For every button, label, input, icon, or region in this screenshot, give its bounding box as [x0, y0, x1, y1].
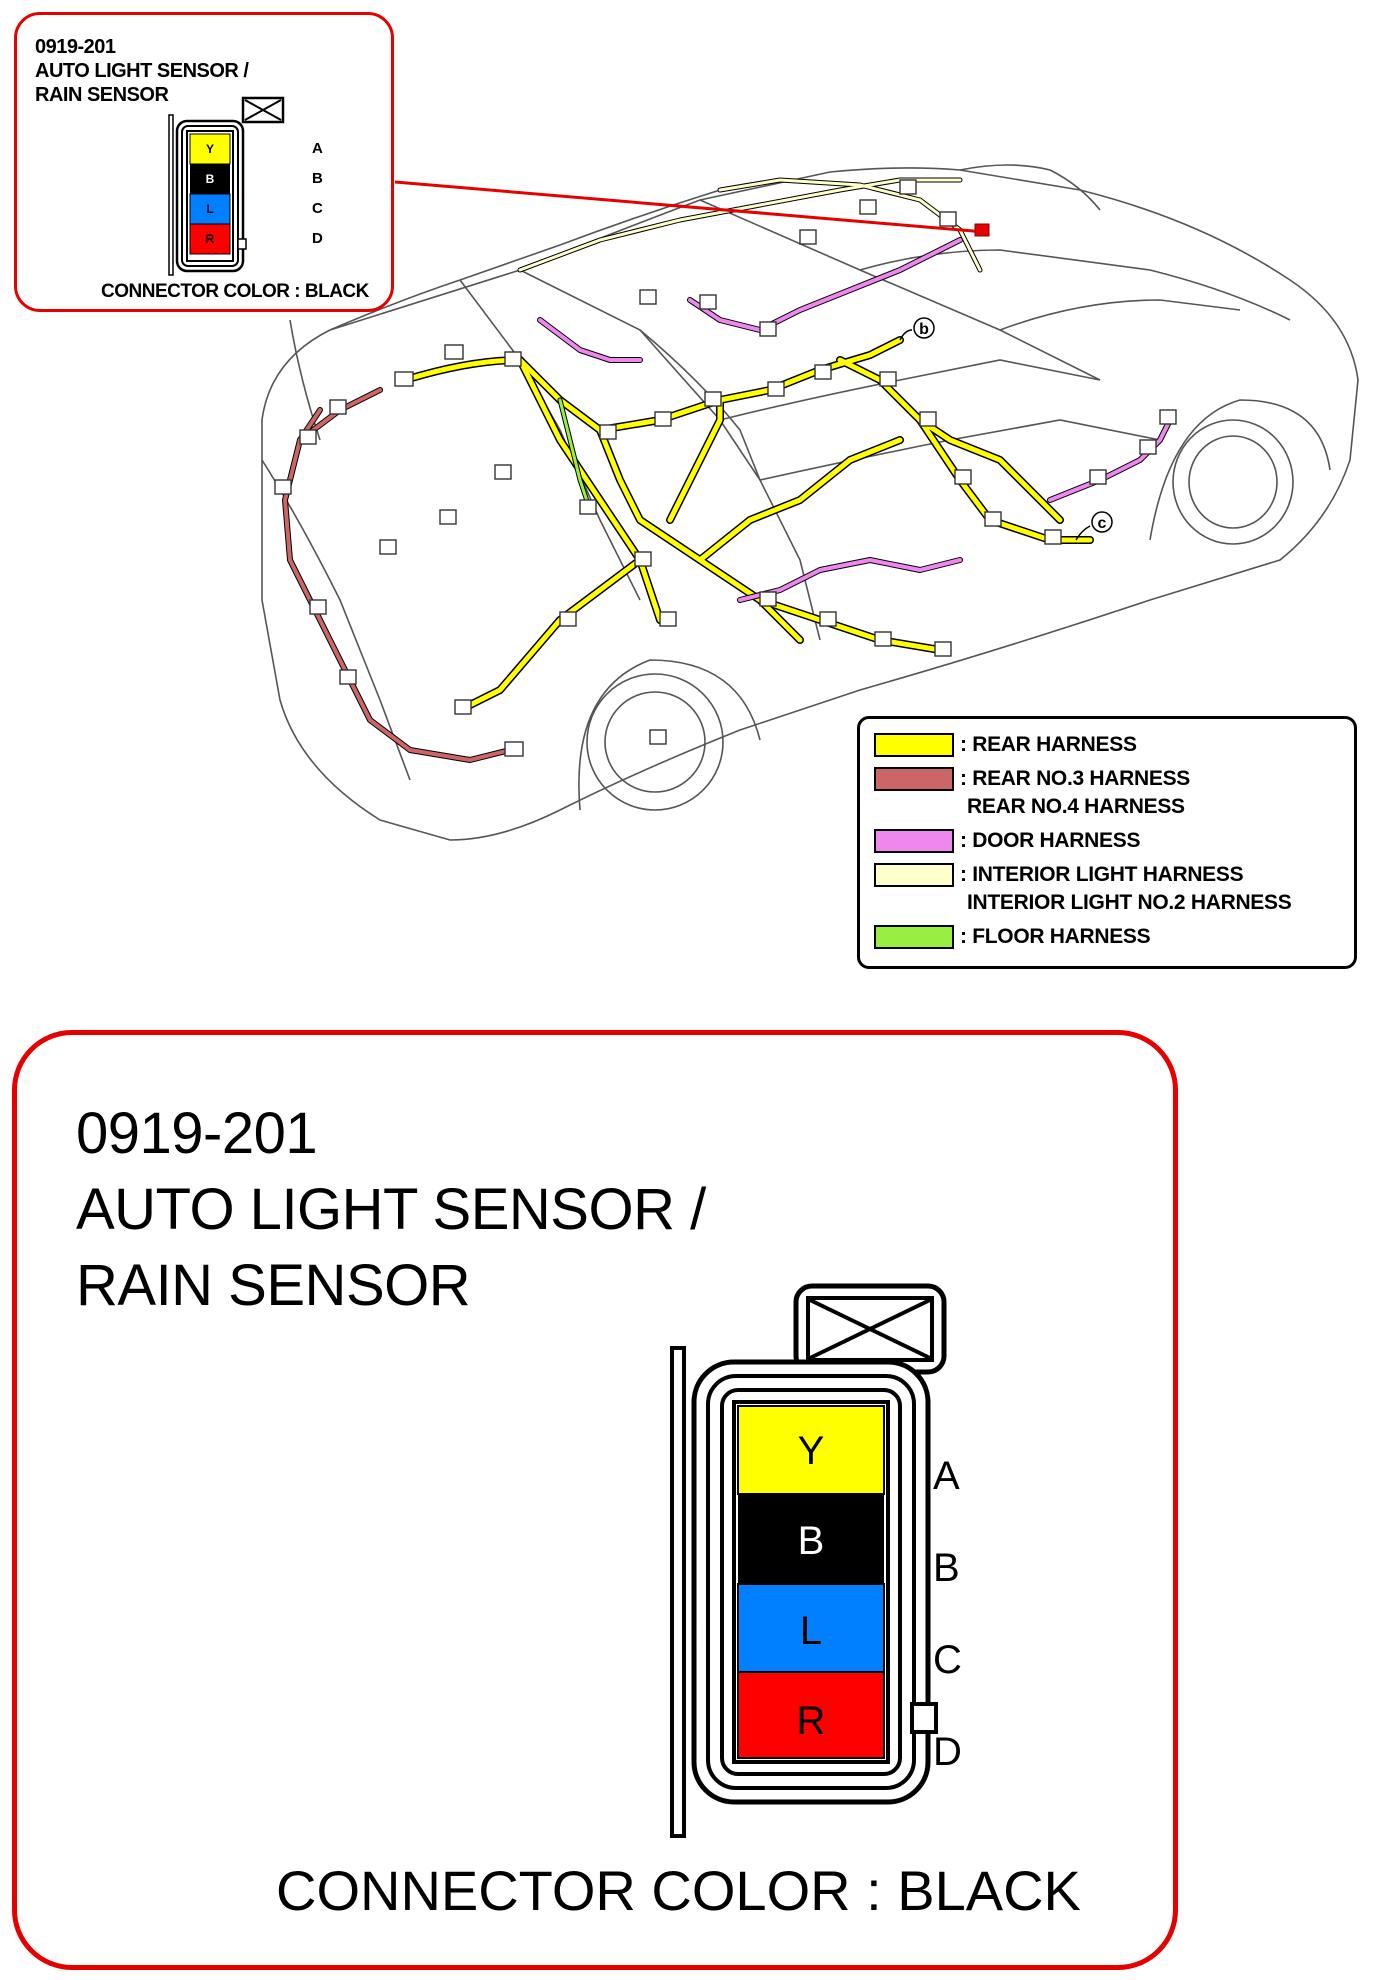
detail-callout-box — [12, 1030, 1178, 1970]
pin-d-letter: D — [933, 1730, 962, 1774]
pin-d-cell — [737, 1671, 885, 1759]
sensor-connector-highlight — [974, 223, 990, 237]
floor-harness-wires — [557, 397, 593, 513]
marker-c-group: c — [1075, 511, 1113, 541]
detail-name-line2: RAIN SENSOR — [76, 1253, 471, 1318]
small-connector-drawing — [168, 96, 285, 276]
detail-code: 0919-201 — [76, 1101, 318, 1166]
legend-label-door-harness: : DOOR HARNESS — [960, 829, 1141, 852]
small-pin-a-letter: A — [312, 140, 323, 157]
detail-title: 0919-201 AUTO LIGHT SENSOR / RAIN SENSOR — [76, 1096, 706, 1324]
legend-row-door-harness: : DOOR HARNESS — [874, 827, 1140, 855]
legend-swatch-interior-light-harness — [874, 863, 954, 887]
marker-b-circle — [913, 317, 935, 339]
small-pin-d-wire: R — [205, 232, 215, 246]
marker-b-label: b — [919, 321, 929, 338]
car-harness-diagram: b c — [261, 164, 1359, 841]
pin-a-letter: A — [933, 1454, 960, 1498]
legend-label-rear-harness: : REAR HARNESS — [960, 733, 1137, 756]
rear-wheel — [1149, 399, 1331, 545]
pin-b-cell — [738, 1494, 884, 1584]
small-pin-b-wire: B — [205, 172, 215, 186]
small-pin-b-letter: B — [312, 170, 323, 187]
legend-swatch-rear-harness — [874, 733, 954, 757]
marker-c-label: c — [1098, 515, 1107, 532]
marker-c-circle — [1091, 511, 1113, 533]
legend-swatch-floor-harness — [874, 925, 954, 949]
pin-c-wire-code: L — [799, 1609, 823, 1653]
legend-label-floor-harness: : FLOOR HARNESS — [960, 925, 1151, 948]
small-callout-name-line1: AUTO LIGHT SENSOR / — [35, 60, 249, 82]
pin-c-cell — [737, 1583, 885, 1673]
small-pin-d-letter: D — [312, 230, 323, 247]
pin-a-cell — [737, 1405, 885, 1495]
legend-row-interior-light-harness: : INTERIOR LIGHT HARNESS INTERIOR LIGHT … — [874, 861, 1292, 917]
small-callout-title: 0919-201 AUTO LIGHT SENSOR / RAIN SENSOR — [35, 35, 249, 107]
legend-label-rear-no3-harness: : REAR NO.3 HARNESS REAR NO.4 HARNESS — [960, 767, 1190, 818]
legend-label-interior-light-harness: : INTERIOR LIGHT HARNESS INTERIOR LIGHT … — [960, 863, 1292, 914]
front-wheel — [578, 659, 761, 811]
pin-a-wire-code: Y — [797, 1429, 825, 1473]
small-callout-code: 0919-201 — [35, 36, 116, 58]
pin-c-letter: C — [933, 1638, 962, 1682]
small-callout-box: 0919-201 AUTO LIGHT SENSOR / RAIN SENSOR… — [14, 12, 394, 312]
marker-b-group: b — [899, 317, 935, 341]
legend-swatch-rear-no3-harness — [874, 767, 954, 791]
small-pin-c-wire: L — [206, 202, 214, 216]
detail-connector-color: CONNECTOR COLOR : BLACK — [276, 1859, 1081, 1922]
legend-row-rear-harness: : REAR HARNESS — [874, 731, 1137, 759]
pin-b-wire-code: B — [797, 1519, 825, 1563]
detail-name-line1: AUTO LIGHT SENSOR / — [76, 1177, 706, 1242]
small-pin-a-wire: Y — [205, 142, 214, 156]
legend-swatch-door-harness — [874, 829, 954, 853]
harness-connectors — [274, 179, 1177, 757]
legend-row-floor-harness: : FLOOR HARNESS — [874, 923, 1151, 951]
pin-b-letter: B — [933, 1546, 960, 1590]
callout-pointer-line — [394, 180, 986, 234]
detail-connector-drawing — [670, 1283, 947, 1838]
small-pin-c-letter: C — [312, 200, 323, 217]
harness-legend: : REAR HARNESS : REAR NO.3 HARNESS REAR … — [857, 716, 1357, 969]
legend-row-rear-no3-harness: : REAR NO.3 HARNESS REAR NO.4 HARNESS — [874, 765, 1190, 821]
pin-d-wire-code: R — [796, 1699, 826, 1743]
small-callout-name-line2: RAIN SENSOR — [35, 84, 169, 106]
small-callout-connector-color: CONNECTOR COLOR : BLACK — [101, 281, 369, 302]
